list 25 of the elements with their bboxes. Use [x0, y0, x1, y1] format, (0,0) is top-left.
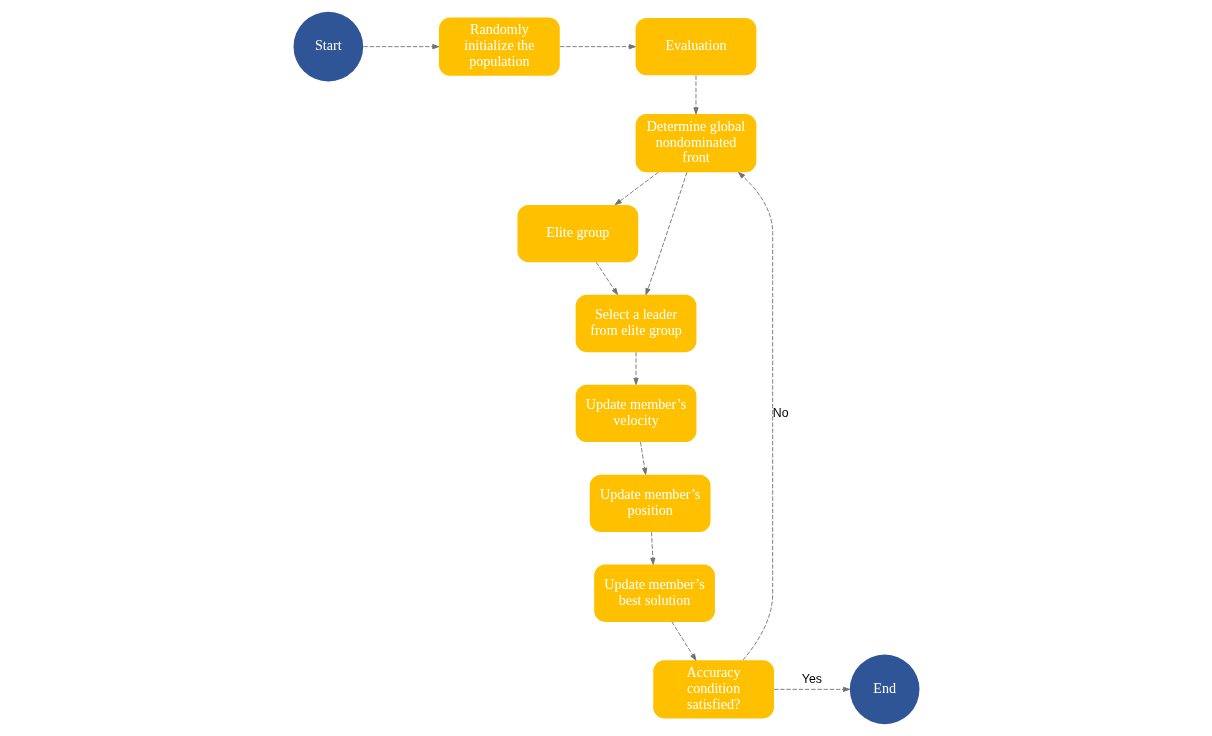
- arrow: [692, 75, 699, 115]
- node-box: Determine global nondominated front: [635, 114, 756, 173]
- node-circle: End: [849, 654, 919, 725]
- edge-label: Yes: [801, 672, 822, 687]
- arrow: [737, 172, 773, 661]
- arrow: [639, 441, 647, 475]
- node-box: Update member’s position: [589, 474, 711, 532]
- arrow: [671, 621, 696, 661]
- arrow: [773, 686, 850, 692]
- edge-label: No: [772, 405, 788, 420]
- arrow: [614, 171, 659, 206]
- arrow: [649, 531, 655, 565]
- node-box: Evaluation: [635, 18, 756, 76]
- node-box: Select a leader from elite group: [575, 294, 696, 353]
- arrow: [645, 171, 687, 296]
- arrow: [595, 261, 618, 295]
- node-box: Accuracy condition satisfied?: [652, 660, 774, 719]
- node-box: Update member’s best solution: [593, 564, 715, 622]
- node-circle: Start: [293, 11, 363, 82]
- node-box: Update member’s velocity: [575, 384, 696, 443]
- arrow: [362, 44, 439, 50]
- arrow: [632, 351, 639, 385]
- arrow: [559, 44, 636, 50]
- node-box: Randomly initialize the population: [438, 17, 560, 76]
- node-box: Elite group: [516, 204, 638, 263]
